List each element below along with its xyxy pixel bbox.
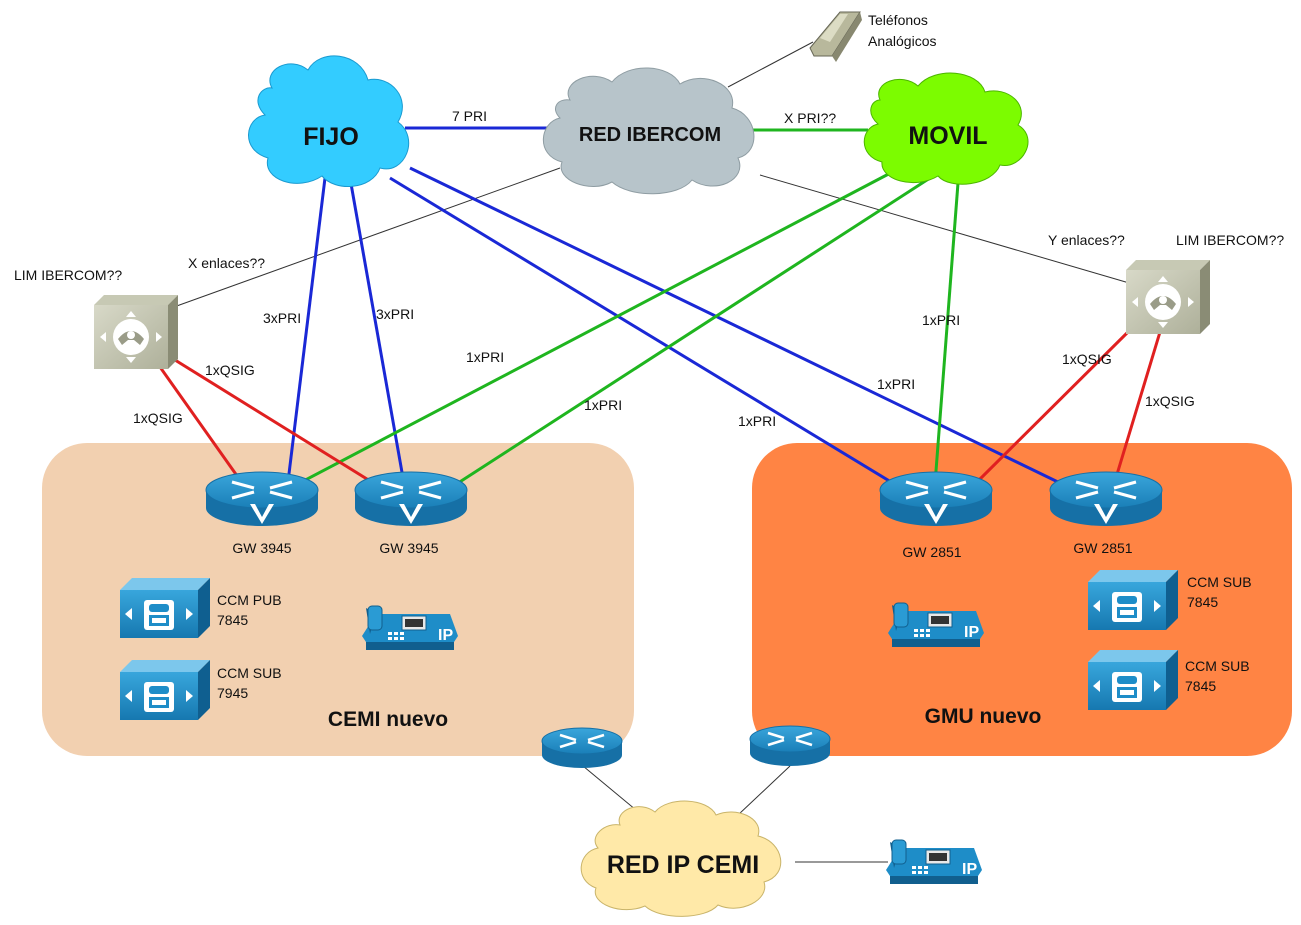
cemi-region-label: CEMI nuevo	[328, 708, 448, 731]
red-ip-cloud-label: RED IP CEMI	[607, 851, 759, 879]
label-qsig-right-1: 1xQSIG	[1062, 351, 1112, 367]
link-movil-gw2	[454, 176, 931, 487]
ibercom-lim-right-line	[759, 174, 1137, 286]
label-fijo-ibercom: 7 PRI	[452, 108, 487, 124]
label-fijo-gw2: 3xPRI	[376, 306, 414, 322]
ccm-sub-cemi-label-2: 7945	[217, 685, 248, 701]
gw-gmu-1-label: GW 2851	[902, 544, 961, 560]
ccm-sub-gmu-2-label-1: CCM SUB	[1185, 658, 1250, 674]
analog-phone-label-1: Teléfonos	[868, 12, 928, 28]
ccm-sub-gmu-2-label-2: 7845	[1185, 678, 1216, 694]
lim-right-label: LIM IBERCOM??	[1176, 232, 1284, 248]
qsig-lim-right-gmu2	[1113, 331, 1162, 482]
label-fijo-gmu1: 1xPRI	[738, 413, 776, 429]
gw-cemi-2-label: GW 3945	[379, 540, 438, 556]
label-fijo-gmu2: 1xPRI	[877, 376, 915, 392]
lim-left-label: LIM IBERCOM??	[14, 267, 122, 283]
gw-gmu-2-router-icon	[1048, 470, 1164, 528]
ip-phone-ipnet-icon: IP	[885, 839, 983, 885]
label-qsig-left-1: 1xQSIG	[205, 362, 255, 378]
ipcloud-router-right-line	[737, 765, 791, 816]
gw-cemi-1-label: GW 3945	[232, 540, 291, 556]
ip-router-right-icon	[748, 724, 832, 768]
ip-phone-gmu-ip-text: IP	[964, 624, 979, 641]
label-fijo-gw1: 3xPRI	[263, 310, 301, 326]
ip-phone-gmu-icon: IP	[887, 602, 985, 648]
analog-phone-icon	[809, 11, 862, 62]
movil-cloud: MOVIL	[863, 72, 1029, 185]
label-y-enlaces: Y enlaces??	[1048, 232, 1125, 248]
gw-gmu-2-label: GW 2851	[1073, 540, 1132, 556]
gmu-region-label: GMU nuevo	[925, 705, 1042, 728]
gw-cemi-2-router-icon	[353, 470, 469, 528]
label-qsig-right-2: 1xQSIG	[1145, 393, 1195, 409]
label-x-enlaces: X enlaces??	[188, 255, 265, 271]
gw-cemi-1-router-icon	[204, 470, 320, 528]
analog-phone-label-2: Analógicos	[868, 33, 937, 49]
label-movil-gw1: 1xPRI	[466, 349, 504, 365]
fijo-cloud: FIJO	[248, 55, 410, 187]
ip-phone-cemi-icon: IP	[361, 605, 459, 651]
ip-phone-cemi-ip-text: IP	[438, 627, 453, 644]
ccm-pub-cemi-label-2: 7845	[217, 612, 248, 628]
link-fijo-gmu1	[389, 176, 897, 487]
ibercom-cloud: RED IBERCOM	[542, 67, 755, 195]
link-movil-gmu1	[933, 182, 960, 485]
label-movil-gw2: 1xPRI	[584, 397, 622, 413]
ipcloud-router-left-line	[582, 765, 643, 816]
ip-phone-ipnet-ip-text: IP	[962, 861, 977, 878]
lim-ibercom-right-icon	[1126, 260, 1210, 334]
qsig-lim-left-gw1	[158, 366, 242, 481]
ccm-sub-gmu-1-label-2: 7845	[1187, 594, 1218, 610]
lim-ibercom-left-icon	[94, 295, 178, 369]
link-fijo-gw1	[286, 177, 327, 483]
link-movil-gw1	[251, 166, 901, 510]
fijo-cloud-label: FIJO	[303, 123, 359, 151]
ccm-pub-cemi-server-icon	[120, 578, 210, 638]
movil-cloud-label: MOVIL	[908, 122, 987, 150]
ccm-sub-gmu-1-server-icon	[1088, 570, 1178, 630]
qsig-lim-left-gw2	[174, 358, 376, 486]
ccm-sub-gmu-1-label-1: CCM SUB	[1187, 574, 1252, 590]
qsig-lim-right-gmu1	[973, 328, 1132, 486]
ccm-pub-cemi-label-1: CCM PUB	[217, 592, 282, 608]
label-movil-ibercom: X PRI??	[784, 110, 836, 126]
ibercom-cloud-label: RED IBERCOM	[579, 124, 721, 146]
link-fijo-gw2	[348, 177, 405, 479]
ibercom-analog-line	[727, 41, 814, 88]
ccm-sub-cemi-label-1: CCM SUB	[217, 665, 282, 681]
red-ip-cloud: RED IP CEMI	[580, 800, 782, 917]
ip-router-left-icon	[540, 726, 624, 770]
ccm-sub-cemi-server-icon	[120, 660, 210, 720]
link-fijo-gmu2	[409, 166, 1061, 485]
ccm-sub-gmu-2-server-icon	[1088, 650, 1178, 710]
label-qsig-left-2: 1xQSIG	[133, 410, 183, 426]
label-movil-gmu1: 1xPRI	[922, 312, 960, 328]
gw-gmu-1-router-icon	[878, 470, 994, 528]
